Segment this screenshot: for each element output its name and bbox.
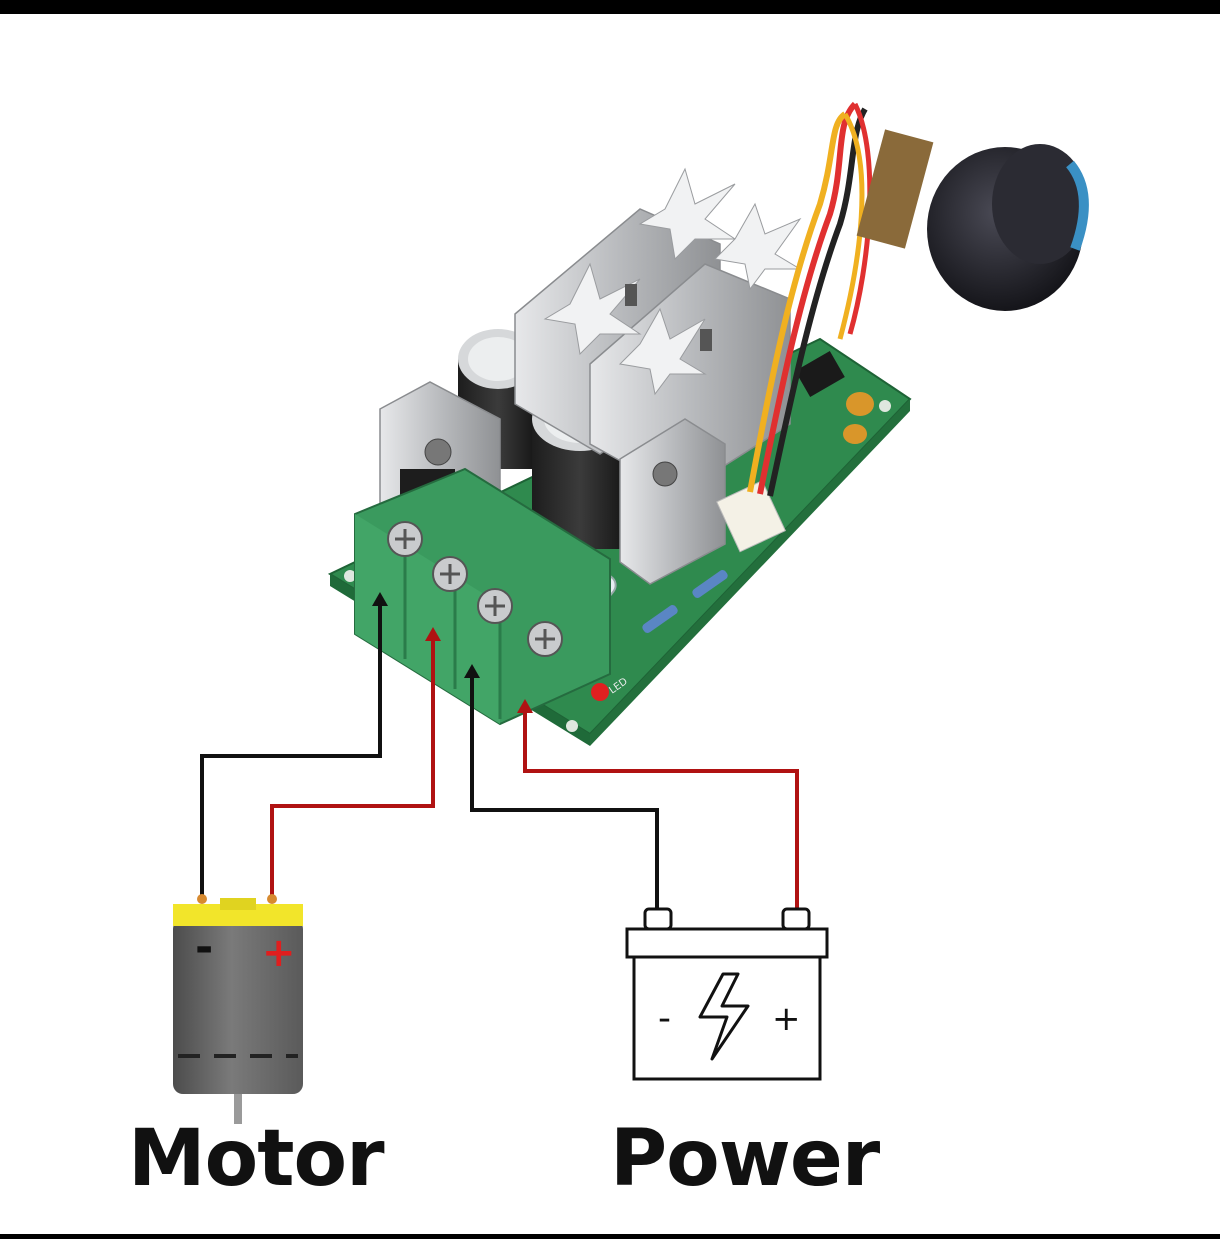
knob <box>927 144 1089 311</box>
motor-minus-symbol: - <box>195 922 213 973</box>
lightning-bolt-icon <box>698 972 750 1061</box>
power-label: Power <box>610 1114 880 1204</box>
wiring <box>200 592 799 919</box>
motor-negative-wire <box>200 604 382 899</box>
battery-icon: - + <box>625 907 829 1081</box>
diagram-frame: LED <box>0 14 1220 1234</box>
terminal-block <box>354 467 611 726</box>
motor-icon: - + <box>173 894 303 1124</box>
motor-plus-symbol: + <box>262 930 296 976</box>
wiring-diagram: LED <box>173 101 1089 1124</box>
potentiometer <box>747 101 1089 497</box>
battery-positive-wire <box>523 711 799 919</box>
heatsink-right <box>619 418 726 585</box>
battery-plus-symbol: + <box>772 999 801 1039</box>
motor-label: Motor <box>128 1114 385 1204</box>
motor-positive-wire <box>270 639 435 899</box>
battery-minus-symbol: - <box>658 998 671 1039</box>
heatsink-center <box>514 167 802 495</box>
pwm-controller-board: LED <box>327 167 912 746</box>
battery-negative-wire <box>470 676 659 919</box>
wire-connector <box>716 480 787 553</box>
